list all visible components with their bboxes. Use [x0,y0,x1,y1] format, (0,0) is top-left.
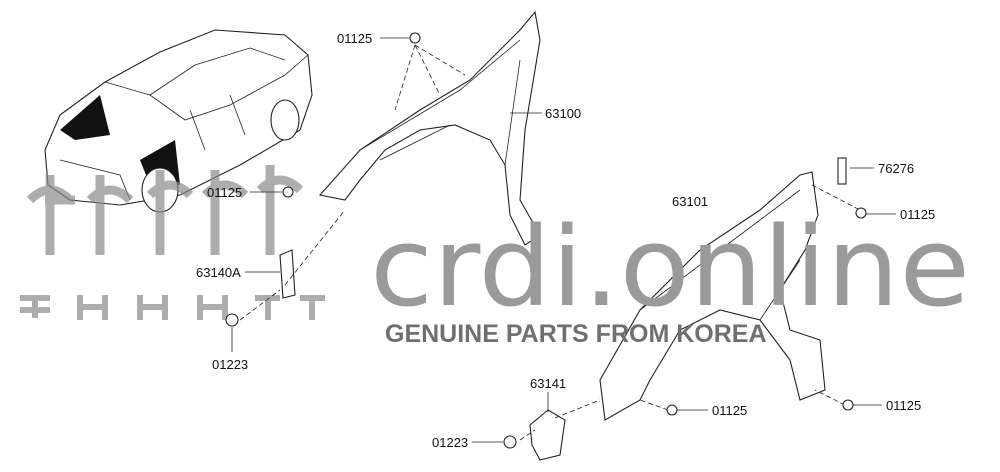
label-strip: 76276 [878,161,914,176]
label-fender-upper: 63100 [545,106,581,121]
label-nut-bottom: 01223 [432,435,468,450]
bolt-icon [282,186,294,198]
bolt-icon [842,399,854,411]
label-bolt-right: 01125 [900,207,935,222]
vehicle-illustration [44,29,313,213]
fender-63101 [599,157,847,421]
strip-76276 [837,157,847,185]
bracket-63140a [279,249,296,299]
label-bolt-left: 01125 [207,185,242,200]
label-bolt-bottom-right: 01125 [886,398,921,413]
label-bracket-lower: 63141 [530,376,566,391]
label-fender-lower: 63101 [672,194,708,209]
fender-63100 [318,10,541,246]
watermark-brand: crdi.online [370,203,970,331]
bolt-icon [409,32,421,44]
label-nut-left: 01223 [212,357,248,372]
label-bolt-bottom-mid: 01125 [712,403,747,418]
watermark-tagline: GENUINE PARTS FROM KOREA [385,320,767,348]
nut-icon [503,435,517,449]
bracket-63141 [529,409,566,461]
watermark-logo [20,165,325,320]
bolt-icon [855,207,867,219]
bolt-icon [666,404,678,416]
leader-lines [231,37,896,443]
fasteners [225,32,867,449]
label-bracket-left: 63140A [196,265,241,280]
label-bolt-top: 01125 [337,31,372,46]
nut-icon [225,313,239,327]
